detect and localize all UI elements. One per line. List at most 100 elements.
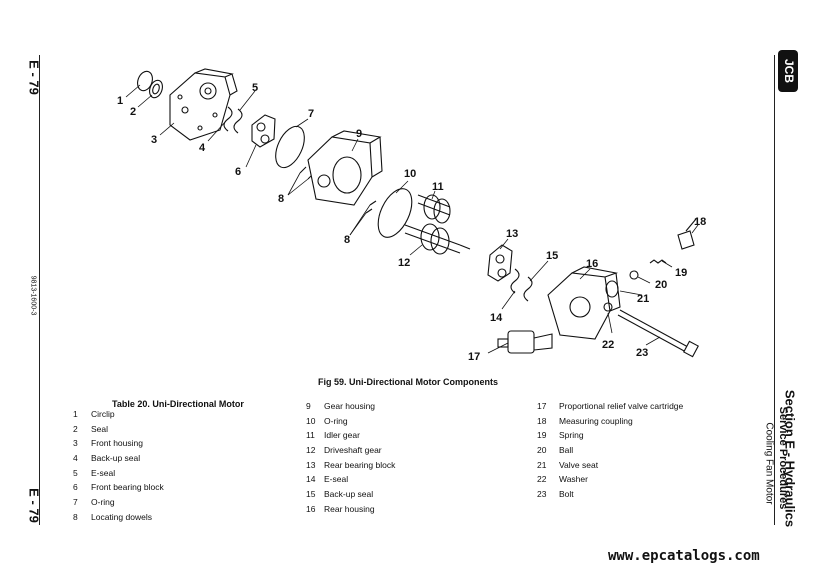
part-number: 11: [306, 430, 315, 441]
callout-1: 1: [117, 95, 123, 107]
callout-4: 4: [199, 142, 206, 154]
table-row: 2 Seal: [73, 422, 164, 437]
part-number: 17: [537, 401, 547, 411]
bolt-part: [617, 309, 699, 358]
o-ring-rear-part: [377, 188, 413, 238]
part-name: E-seal: [324, 474, 349, 485]
part-number: 20: [537, 445, 547, 456]
part-name: Gear housing: [324, 401, 376, 411]
table-title: Table 20. Uni-Directional Motor: [112, 399, 244, 409]
callout-19: 19: [675, 267, 687, 279]
table-row: 21 Valve seat: [537, 458, 683, 473]
jcb-logo: JCB: [776, 48, 800, 94]
part-number: 21: [537, 459, 547, 470]
callout-7: 7: [308, 108, 314, 120]
callout-3: 3: [151, 134, 157, 146]
callout-20: 20: [655, 279, 667, 291]
seal-part: [149, 79, 163, 99]
part-number: 16: [306, 503, 316, 514]
table-row: 11 Idler gear: [306, 428, 395, 443]
part-name: Valve seat: [559, 459, 599, 470]
left-rule: [39, 55, 40, 525]
callout-13: 13: [506, 228, 518, 240]
part-name: O-ring: [324, 415, 348, 426]
gear-housing-part: [307, 130, 383, 206]
table-row: 7 O-ring: [73, 495, 164, 510]
part-name: Washer: [559, 474, 588, 485]
rear-bearing-block-part: [487, 244, 513, 282]
part-name: Seal: [91, 423, 109, 434]
callout-10: 10: [404, 168, 416, 180]
part-name: Measuring coupling: [559, 415, 633, 426]
part-name: O-ring: [91, 497, 115, 508]
callout-14: 14: [490, 312, 503, 324]
table-row: 5 E-seal: [73, 466, 164, 481]
callout-12: 12: [398, 257, 410, 269]
part-name: Ball: [559, 445, 574, 456]
part-name: Proportional relief valve cartridge: [559, 401, 684, 411]
part-number: 2: [73, 423, 78, 434]
callout-21: 21: [637, 293, 649, 305]
table-row: 12 Driveshaft gear: [306, 443, 395, 458]
part-name: Back-up seal: [324, 489, 374, 500]
ball-part: [629, 270, 639, 280]
back-up-seal-rear-part: [523, 276, 533, 302]
part-number: 4: [73, 453, 78, 464]
part-number: 9: [306, 401, 311, 411]
part-number: 13: [306, 459, 316, 470]
part-name: Circlip: [91, 409, 115, 419]
part-name: E-seal: [91, 467, 116, 478]
section-topic: Cooling Fan Motor: [763, 422, 775, 505]
right-rule: [774, 55, 775, 525]
callout-15: 15: [546, 250, 558, 262]
measuring-coupling-part: [677, 218, 697, 250]
table-row: 4 Back-up seal: [73, 451, 164, 466]
part-number: 12: [306, 445, 316, 456]
callout-22: 22: [602, 339, 614, 351]
part-name: Bolt: [559, 489, 574, 500]
table-row: 15 Back-up seal: [306, 487, 395, 502]
figure-caption: Fig 59. Uni-Directional Motor Components: [318, 377, 499, 387]
table-row: 17 Proportional relief valve cartridge: [537, 399, 683, 414]
valve-seat-part: [605, 280, 619, 298]
part-name: Rear bearing block: [324, 459, 396, 470]
table-row: 13 Rear bearing block: [306, 458, 395, 473]
front-bearing-block-part: [251, 114, 276, 148]
page-number-bottom: E - 79: [26, 488, 42, 523]
callout-18: 18: [694, 216, 706, 228]
front-housing-part: [169, 68, 238, 141]
callout-8a: 8: [278, 193, 284, 205]
o-ring-front-part: [275, 125, 305, 169]
driveshaft-gear-part: [404, 223, 471, 255]
part-number: 5: [73, 467, 78, 478]
part-number: 7: [73, 497, 78, 508]
part-name: Idler gear: [324, 430, 360, 441]
part-name: Driveshaft gear: [324, 445, 382, 456]
svg-text:JCB: JCB: [782, 59, 796, 83]
part-name: Back-up seal: [91, 453, 141, 464]
part-number: 23: [537, 489, 547, 500]
callout-23: 23: [636, 347, 648, 359]
part-number: 15: [306, 489, 316, 500]
circlip-part: [137, 70, 153, 92]
table-row: 20 Ball: [537, 443, 683, 458]
doc-code: 9813-1600-3: [29, 275, 37, 316]
part-number: 6: [73, 482, 78, 493]
callout-8b: 8: [344, 234, 350, 246]
callout-16: 16: [586, 258, 598, 270]
relief-valve-cartridge-part: [497, 330, 553, 354]
back-up-seal-part: [223, 106, 233, 132]
e-seal-rear-part: [510, 268, 520, 294]
